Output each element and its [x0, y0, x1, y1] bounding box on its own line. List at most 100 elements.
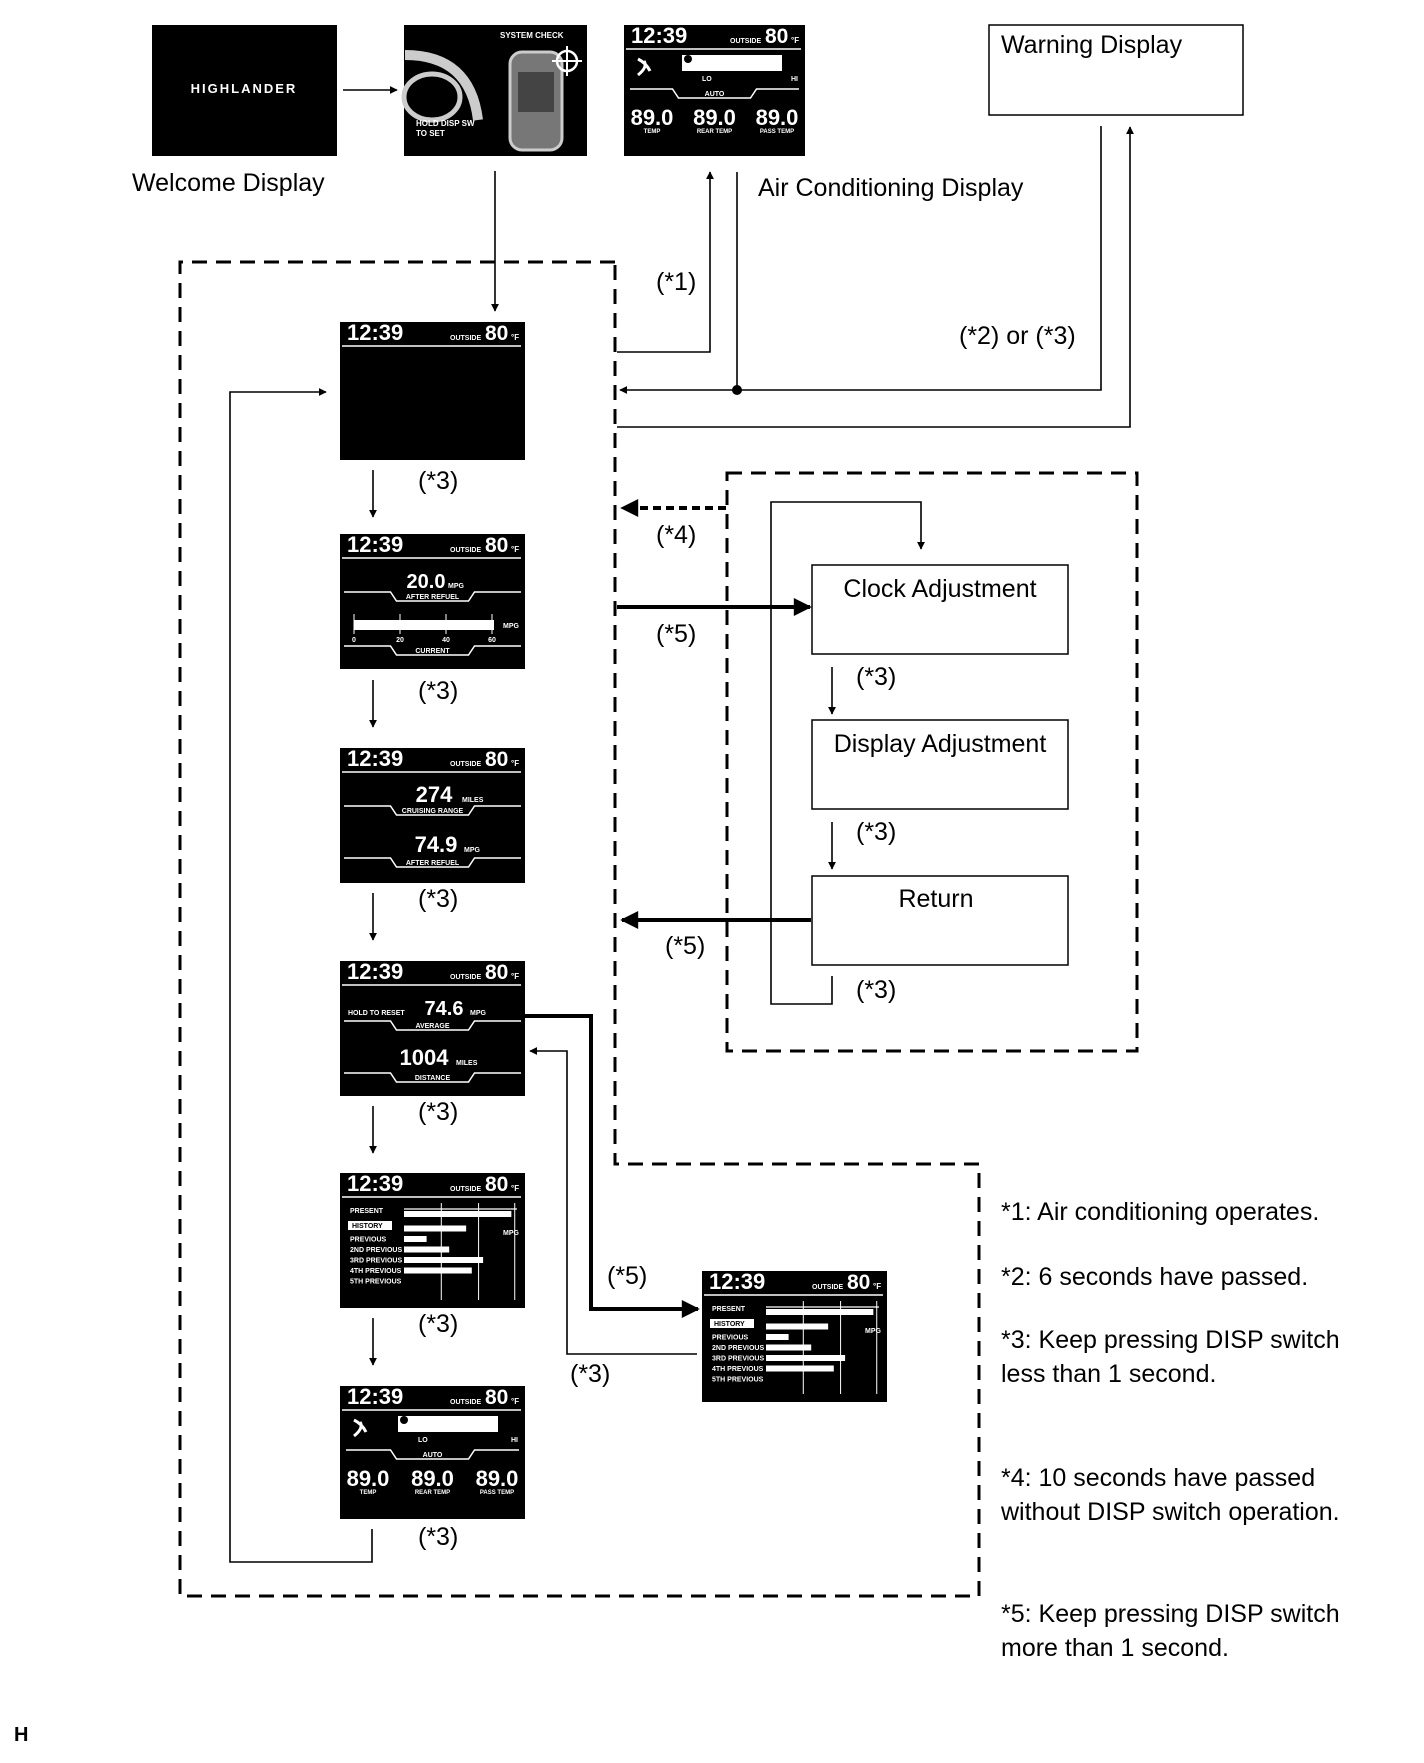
main-dashed-region	[178, 260, 981, 1598]
steering-wheel-icon	[404, 50, 483, 121]
outside-temp: 80	[485, 322, 508, 345]
ac-pass-temp: 89.0	[756, 105, 799, 130]
range-mpg-value: 74.9	[415, 832, 458, 857]
history-row-label: PRESENT	[712, 1306, 746, 1313]
welcome-caption: Welcome Display	[132, 169, 325, 197]
note-1: *1: Air conditioning operates.	[1001, 1198, 1319, 1226]
ac-rear-label: REAR TEMP	[697, 129, 732, 135]
welcome-screen	[152, 25, 337, 156]
mark-3-s2: (*3)	[418, 677, 458, 705]
warning-display-label: Warning Display	[1001, 31, 1183, 59]
screen-header	[340, 961, 525, 981]
history-bar	[766, 1355, 846, 1361]
history-tab-label: HISTORY	[714, 1321, 745, 1328]
range-unit: MILES	[462, 797, 484, 804]
temp-unit: °F	[511, 972, 519, 981]
system-check-screen: SYSTEM CHECK HOLD DISP SW TO SET	[401, 25, 587, 156]
range-value: 274	[416, 782, 453, 807]
outside-label: OUTSIDE	[450, 1399, 481, 1406]
distance-label-rule	[344, 1072, 521, 1083]
clock-text: 12:39	[347, 532, 403, 557]
return-label: Return	[898, 885, 973, 913]
fuel-after-refuel-value: 20.0	[407, 571, 446, 593]
mark-3-s4: (*3)	[418, 1098, 458, 1126]
history-detail-back-arrow	[529, 1047, 697, 1355]
mark-3-hist: (*3)	[570, 1360, 610, 1388]
history-unit: MPG	[503, 1230, 520, 1237]
fan-dot-icon	[684, 55, 692, 63]
ac-pass-label: PASS TEMP	[480, 1490, 514, 1496]
screen-header	[340, 1386, 525, 1406]
mark-3-s5: (*3)	[418, 1310, 458, 1338]
ac-rear-temp: 89.0	[693, 105, 736, 130]
temp-unit: °F	[791, 36, 799, 45]
clock-text: 12:39	[709, 1269, 765, 1294]
history-row-label: 5TH PREVIOUS	[712, 1377, 764, 1384]
clock-adjustment-label: Clock Adjustment	[843, 575, 1036, 603]
mark-3-adj-2: (*3)	[856, 818, 896, 846]
mark-3-adj-3: (*3)	[856, 976, 896, 1004]
ac-rear-temp: 89.0	[411, 1466, 454, 1491]
outside-temp: 80	[485, 748, 508, 771]
fan-icon	[637, 57, 652, 77]
outside-temp: 80	[485, 534, 508, 557]
lcd-background	[624, 25, 805, 156]
fan-dot-icon	[400, 1416, 408, 1424]
history-bar	[766, 1344, 812, 1351]
mark-4: (*4)	[656, 521, 696, 549]
history-row-label: 4TH PREVIOUS	[712, 1366, 764, 1373]
lcd-background	[702, 1271, 887, 1402]
history-row-label: 3RD PREVIOUS	[712, 1356, 764, 1363]
ac-temp: 89.0	[631, 105, 674, 130]
clock-adjustment-box	[811, 564, 1069, 655]
mark-5-b: (*5)	[665, 932, 705, 960]
average-unit: MPG	[470, 1010, 487, 1017]
fuel-after-refuel-label: AFTER REFUEL	[406, 594, 460, 601]
history-bar	[766, 1309, 874, 1315]
outside-label: OUTSIDE	[450, 1186, 481, 1193]
temp-unit: °F	[511, 1184, 519, 1193]
fuel-current-label-rule	[344, 645, 521, 656]
ac-lo: LO	[702, 76, 712, 83]
screen-header	[340, 1173, 525, 1193]
outside-temp: 80	[485, 1173, 508, 1196]
history-bar	[404, 1267, 472, 1274]
temp-unit: °F	[511, 333, 519, 342]
fuel-bar-unit: MPG	[503, 623, 520, 630]
clock-text: 12:39	[631, 23, 687, 48]
clock-text: 12:39	[347, 1171, 403, 1196]
fuel-tick-label: 60	[488, 637, 496, 644]
history-row-label: PREVIOUS	[712, 1335, 749, 1342]
range-mpg-unit: MPG	[464, 847, 481, 854]
mark-1: (*1)	[656, 268, 696, 296]
note-3b: less than 1 second.	[1001, 1360, 1216, 1388]
outside-temp: 80	[765, 25, 788, 48]
warning-display-box	[988, 24, 1244, 116]
hold-to-reset: HOLD TO RESET	[348, 1010, 405, 1017]
distance-unit: MILES	[456, 1060, 478, 1067]
outside-label: OUTSIDE	[450, 761, 481, 768]
mark-5-c: (*5)	[607, 1262, 647, 1290]
ac-pass-temp: 89.0	[476, 1466, 519, 1491]
fan-level-bar	[682, 55, 782, 71]
clock-text: 12:39	[347, 959, 403, 984]
corner-mark: H	[14, 1724, 28, 1746]
fuel-tick-label: 0	[352, 637, 356, 644]
outside-label: OUTSIDE	[450, 547, 481, 554]
fuel-after-refuel-unit: MPG	[448, 583, 465, 590]
screen-header	[340, 322, 525, 342]
history-bar	[404, 1211, 512, 1217]
distance-label: DISTANCE	[415, 1075, 451, 1082]
fuel-current-label: CURRENT	[415, 648, 450, 655]
to-history-detail-arrow	[525, 1014, 700, 1318]
display-adjustment-label: Display Adjustment	[834, 730, 1047, 758]
temp-unit: °F	[511, 1397, 519, 1406]
average-value: 74.6	[425, 998, 464, 1020]
distance-value: 1004	[400, 1045, 450, 1070]
ac-rear-label: REAR TEMP	[415, 1490, 450, 1496]
history-tab	[348, 1221, 392, 1230]
ac-mode-rule	[630, 88, 799, 99]
